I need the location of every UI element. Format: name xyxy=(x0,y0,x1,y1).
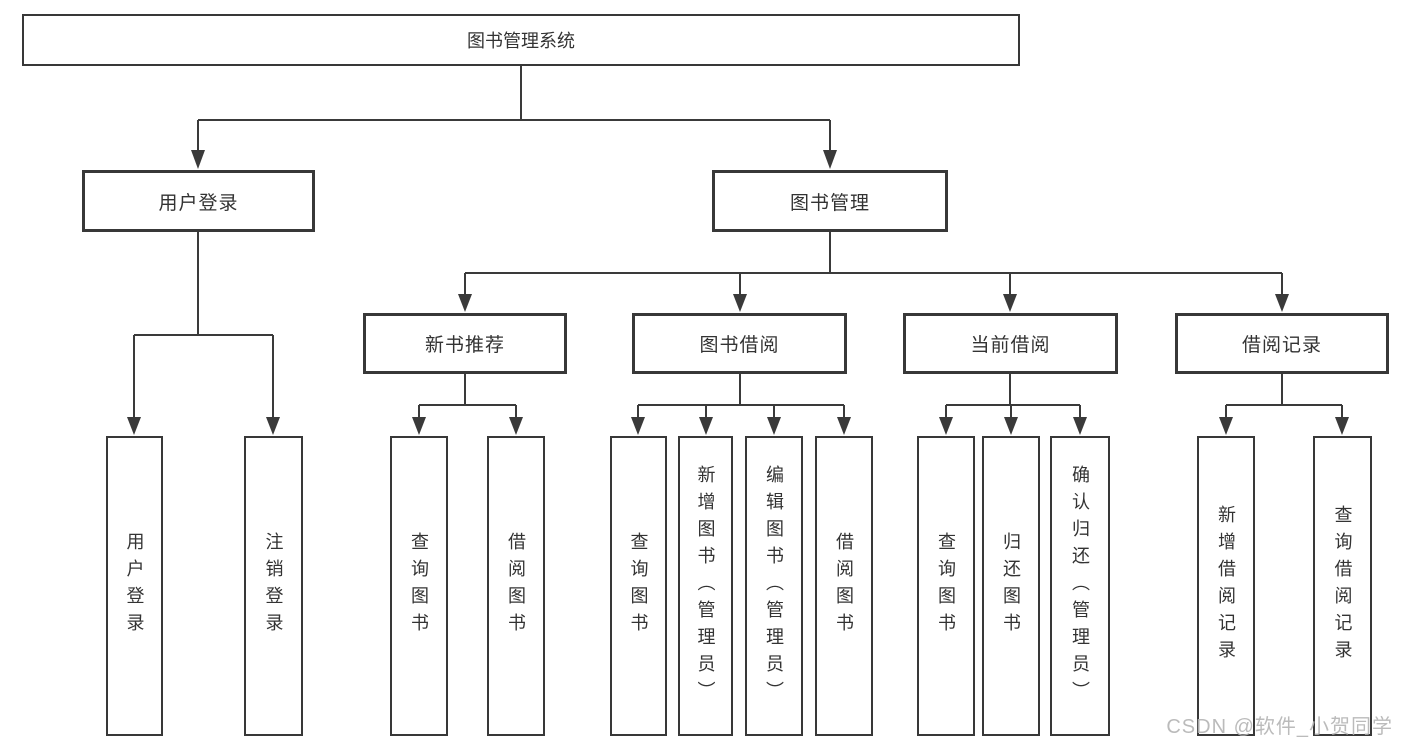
leaf-borrow-books: 借阅图书 xyxy=(815,436,873,736)
leaf-logout: 注销登录 xyxy=(244,436,303,736)
leaf-user-login: 用户登录 xyxy=(106,436,163,736)
arrowheads xyxy=(127,150,1349,435)
csdn-watermark: CSDN @软件_小贺同学 xyxy=(1166,716,1393,738)
leaf-return-books: 归还图书 xyxy=(982,436,1040,736)
leaf-query-borrow-record: 查询借阅记录 xyxy=(1313,436,1372,736)
node-borrowing-records: 借阅记录 xyxy=(1175,313,1389,374)
node-book-management: 图书管理 xyxy=(712,170,948,232)
node-book-borrowing: 图书借阅 xyxy=(632,313,847,374)
leaf-edit-books-admin: 编辑图书（管理员） xyxy=(745,436,803,736)
node-user-login: 用户登录 xyxy=(82,170,315,232)
leaf-borrow-books-recommend: 借阅图书 xyxy=(487,436,545,736)
node-root-book-management-system: 图书管理系统 xyxy=(22,14,1020,66)
leaf-add-books-admin: 新增图书（管理员） xyxy=(678,436,733,736)
leaf-confirm-return-admin: 确认归还（管理员） xyxy=(1050,436,1110,736)
node-new-book-recommendation: 新书推荐 xyxy=(363,313,567,374)
leaf-query-books-current: 查询图书 xyxy=(917,436,975,736)
leaf-query-books-borrowing: 查询图书 xyxy=(610,436,667,736)
leaf-query-books-recommend: 查询图书 xyxy=(390,436,448,736)
node-current-borrowing: 当前借阅 xyxy=(903,313,1118,374)
leaf-add-borrow-record: 新增借阅记录 xyxy=(1197,436,1255,736)
